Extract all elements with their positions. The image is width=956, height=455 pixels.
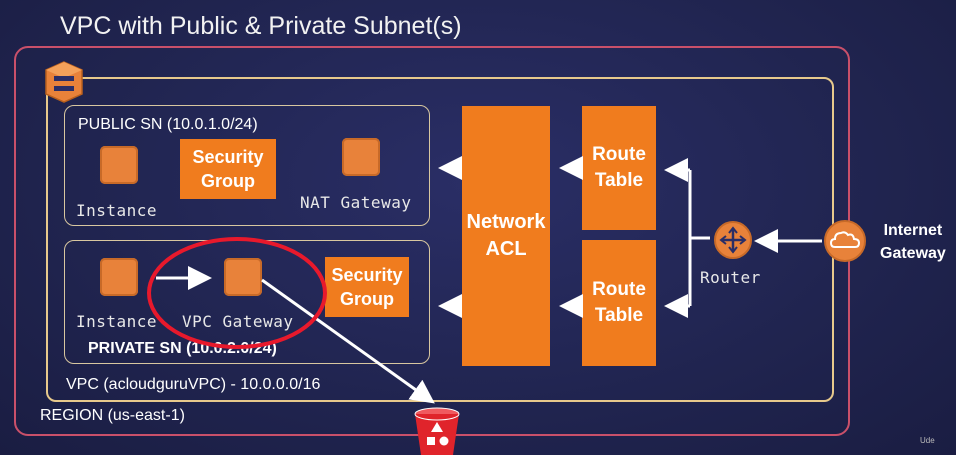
public-security-group-line1: Security bbox=[192, 146, 264, 167]
vpc-gateway-icon bbox=[224, 258, 262, 296]
watermark: Ude bbox=[920, 436, 935, 445]
network-acl-line1: Network bbox=[466, 211, 546, 233]
cloud-icon bbox=[824, 220, 866, 262]
nat-gateway-icon bbox=[342, 138, 380, 176]
vpc-label: VPC (acloudguruVPC) - 10.0.0.0/16 bbox=[66, 376, 321, 393]
route-table-private: Route Table bbox=[582, 240, 656, 366]
network-acl-line2: ACL bbox=[485, 238, 527, 260]
private-security-group-line1: Security bbox=[331, 264, 403, 285]
internet-gateway-line1: Internet bbox=[883, 222, 943, 239]
public-subnet-label: PUBLIC SN (10.0.1.0/24) bbox=[78, 116, 258, 133]
router-icon bbox=[714, 221, 752, 259]
aws-logo-icon bbox=[45, 61, 83, 103]
public-instance-icon bbox=[100, 146, 138, 184]
public-security-group: Security Group bbox=[180, 139, 276, 199]
network-acl: Network ACL bbox=[462, 106, 550, 366]
route-table-public: Route Table bbox=[582, 106, 656, 230]
public-security-group-line2: Group bbox=[201, 171, 255, 191]
public-instance-label: Instance bbox=[76, 201, 158, 220]
private-security-group: Security Group bbox=[325, 257, 409, 317]
internet-gateway-label: Internet Gateway bbox=[880, 219, 946, 265]
private-subnet-label: PRIVATE SN (10.0.2.0/24) bbox=[88, 340, 277, 357]
highlight-circle bbox=[147, 237, 327, 349]
nat-gateway-label: NAT Gateway bbox=[300, 193, 412, 212]
private-instance-icon bbox=[100, 258, 138, 296]
route-table-private-line2: Table bbox=[594, 305, 644, 326]
route-table-private-line1: Route bbox=[592, 279, 646, 301]
region-label: REGION (us-east-1) bbox=[40, 407, 185, 424]
internet-gateway-line2: Gateway bbox=[880, 245, 946, 263]
route-table-public-line2: Table bbox=[594, 170, 644, 191]
router-label: Router bbox=[700, 268, 761, 287]
private-security-group-line2: Group bbox=[340, 289, 394, 309]
s3-bucket-icon bbox=[414, 407, 460, 455]
diagram-title: VPC with Public & Private Subnet(s) bbox=[60, 12, 462, 40]
private-instance-label: Instance bbox=[76, 312, 158, 331]
arrow-vpc-gateway-to-s3 bbox=[261, 278, 435, 404]
route-table-public-line1: Route bbox=[592, 144, 646, 166]
vpc-gateway-label: VPC Gateway bbox=[182, 312, 294, 331]
public-subnet-box bbox=[64, 105, 430, 226]
